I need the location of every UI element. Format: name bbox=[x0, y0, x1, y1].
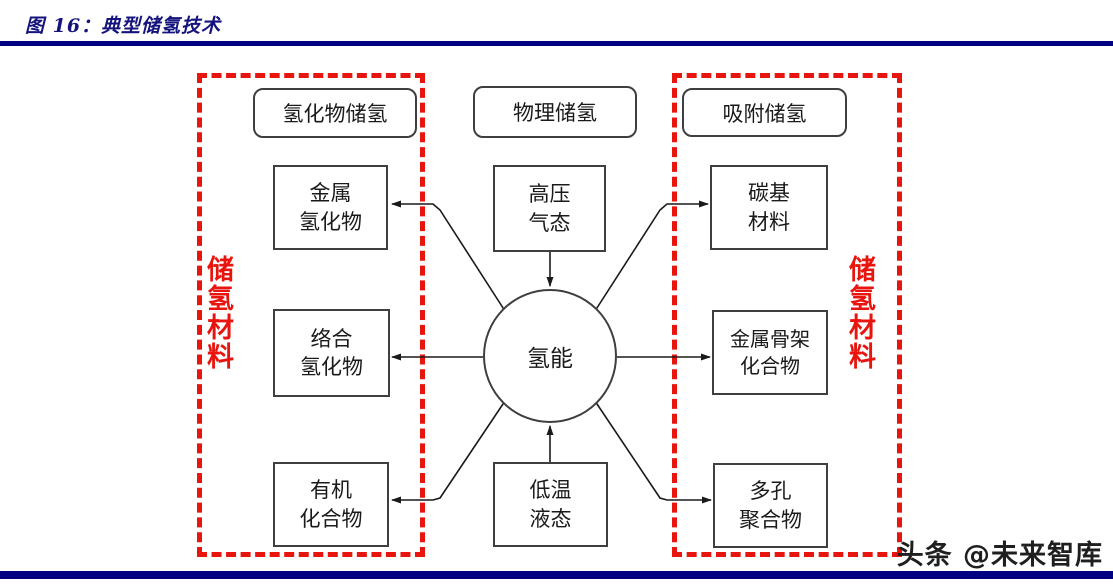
bottom-divider bbox=[0, 571, 1113, 579]
node-metal-framework-line1: 金属骨架 bbox=[730, 326, 810, 351]
node-metal-hydride-line1: 金属 bbox=[309, 181, 352, 206]
header-hydride-storage: 氢化物储氢 bbox=[253, 88, 417, 138]
left-material-group-frame bbox=[197, 73, 425, 557]
node-low-temp-liquid-line1: 低温 bbox=[529, 478, 572, 503]
node-organic-compound: 有机 化合物 bbox=[273, 462, 389, 547]
node-low-temp-liquid-line2: 液态 bbox=[529, 506, 572, 531]
node-high-pressure-gas-line2: 气态 bbox=[528, 210, 571, 235]
node-metal-framework-line2: 化合物 bbox=[740, 353, 800, 378]
header-adsorption-storage: 吸附储氢 bbox=[682, 88, 847, 137]
right-material-group-frame bbox=[672, 73, 902, 557]
node-high-pressure-gas: 高压 气态 bbox=[493, 165, 606, 252]
header-physical-label: 物理储氢 bbox=[513, 101, 597, 125]
node-complex-hydride-line1: 络合 bbox=[310, 326, 353, 351]
node-organic-compound-line1: 有机 bbox=[310, 478, 352, 503]
node-metal-framework-compound: 金属骨架 化合物 bbox=[712, 310, 828, 395]
node-metal-hydride: 金属 氢化物 bbox=[273, 165, 388, 250]
header-hydride-label: 氢化物储氢 bbox=[282, 102, 388, 126]
node-complex-hydride-line2: 氢化物 bbox=[300, 355, 363, 379]
top-divider bbox=[0, 41, 1113, 46]
node-organic-compound-line2: 化合物 bbox=[299, 506, 363, 531]
node-carbon-material: 碳基 材料 bbox=[710, 165, 828, 250]
node-porous-polymer: 多孔 聚合物 bbox=[713, 463, 828, 548]
header-adsorption-label: 吸附储氢 bbox=[722, 101, 807, 126]
node-hydrogen-energy-label: 氢能 bbox=[527, 346, 573, 372]
node-complex-hydride: 络合 氢化物 bbox=[273, 309, 390, 397]
right-group-label: 储氢材料 bbox=[844, 255, 875, 371]
node-low-temperature-liquid: 低温 液态 bbox=[493, 462, 608, 547]
node-porous-polymer-line1: 多孔 bbox=[749, 479, 792, 504]
watermark-toutiao: 头条 @未来智库 bbox=[896, 540, 1103, 571]
left-group-label: 储氢材料 bbox=[202, 255, 233, 371]
node-carbon-material-line2: 材料 bbox=[748, 209, 790, 234]
node-high-pressure-gas-line1: 高压 bbox=[528, 182, 571, 207]
header-physical-storage: 物理储氢 bbox=[473, 86, 637, 138]
node-metal-hydride-line2: 氢化物 bbox=[299, 209, 362, 234]
node-porous-polymer-line2: 聚合物 bbox=[739, 507, 802, 532]
node-hydrogen-energy: 氢能 bbox=[483, 289, 617, 423]
node-carbon-material-line1: 碳基 bbox=[748, 181, 790, 206]
figure-title: 图 16：典型储氢技术 bbox=[25, 15, 222, 37]
